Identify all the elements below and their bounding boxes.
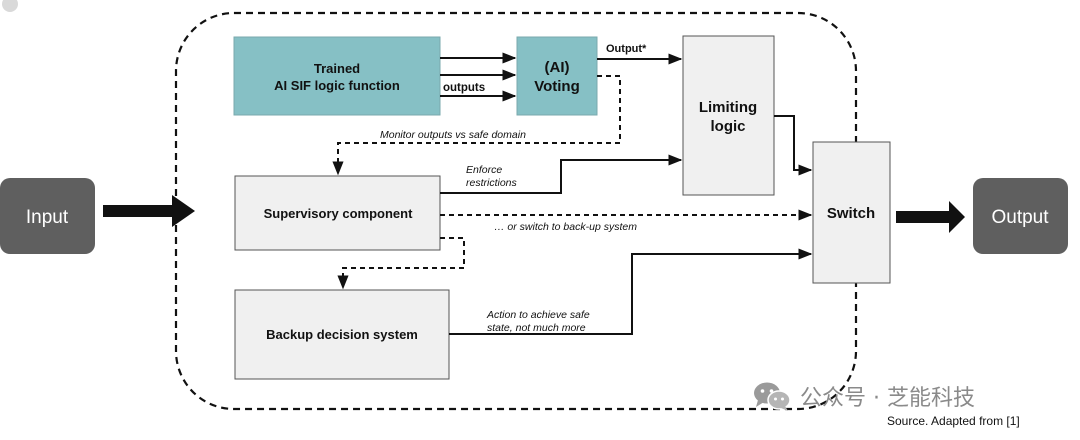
limiting-label-2: logic — [710, 118, 745, 135]
input-arrow — [103, 195, 195, 227]
output-arrow — [896, 201, 965, 233]
voting-label-2: Voting — [534, 78, 580, 95]
supervisory-to-backup-dashed-arrow — [337, 237, 465, 290]
monitor-dashed-arrow — [332, 75, 621, 176]
input-terminal: Input — [0, 178, 95, 254]
enforce-label-2: restrictions — [466, 177, 518, 189]
backup-to-switch-arrow — [449, 248, 813, 335]
switch-label: Switch — [827, 205, 875, 222]
output-label: Output — [991, 207, 1049, 228]
supervisory-label: Supervisory component — [264, 206, 413, 221]
limiting-to-switch-arrow — [774, 115, 813, 176]
backup-box: Backup decision system — [234, 289, 450, 380]
action-label-1: Action to achieve safe — [486, 309, 590, 321]
enforce-arrow — [440, 154, 683, 194]
limiting-label-1: Limiting — [699, 99, 757, 116]
supervisory-box: Supervisory component — [234, 175, 441, 251]
output-star-label: Output* — [606, 43, 647, 55]
watermark: 公众号 · 芝能科技 — [752, 378, 975, 414]
corner-decoration — [2, 0, 18, 12]
input-label: Input — [26, 207, 69, 228]
voting-label-1: (AI) — [545, 59, 570, 76]
limiting-logic-box: Limiting logic — [682, 35, 775, 196]
action-label-2: state, not much more — [487, 322, 586, 334]
trained-ai-label-1: Trained — [314, 61, 360, 76]
switch-backup-label: … or switch to back-up system — [494, 221, 637, 233]
monitor-label: Monitor outputs vs safe domain — [380, 129, 526, 141]
trained-ai-label-2: AI SIF logic function — [274, 78, 400, 93]
backup-label: Backup decision system — [266, 327, 418, 342]
trained-ai-box: Trained AI SIF logic function — [233, 36, 441, 116]
watermark-text: 公众号 · 芝能科技 — [800, 386, 975, 411]
switch-box: Switch — [812, 141, 891, 284]
output-terminal: Output — [973, 178, 1068, 254]
enforce-label-1: Enforce — [466, 164, 502, 176]
voting-box: (AI) Voting — [516, 36, 598, 116]
wechat-icon — [754, 382, 791, 411]
outputs-label: outputs — [443, 82, 485, 94]
source-caption: Source. Adapted from [1] — [887, 414, 1020, 428]
